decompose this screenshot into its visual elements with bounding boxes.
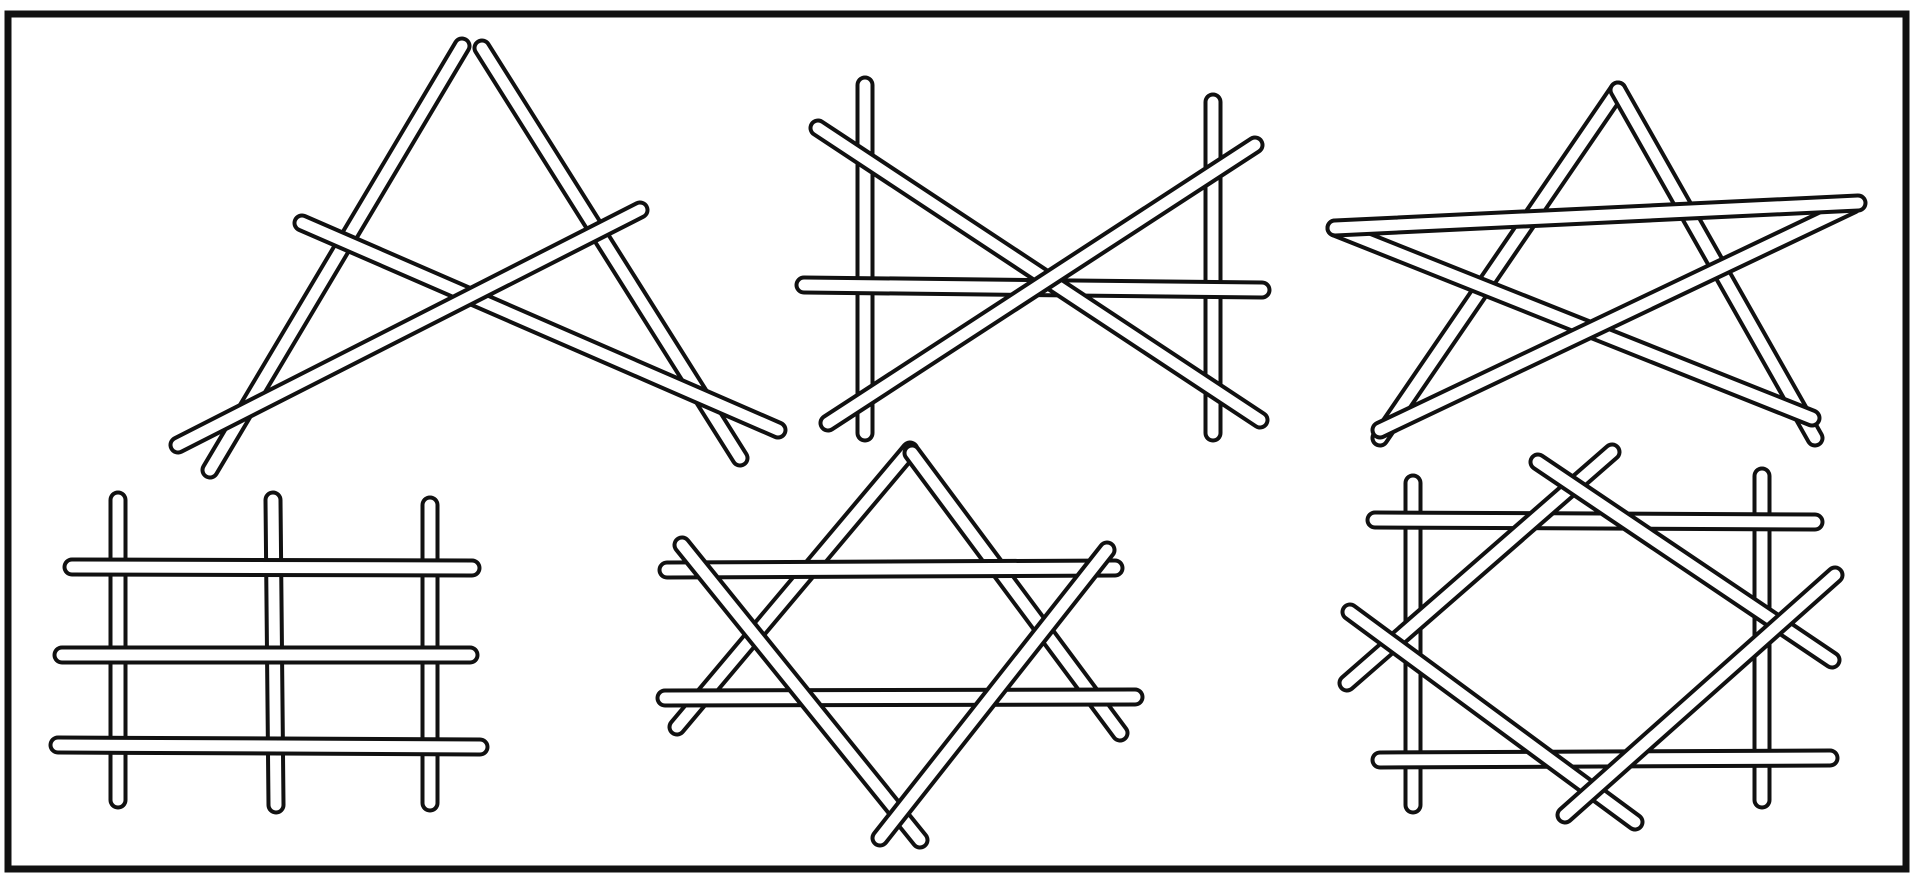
stick-hexagram-figure	[665, 450, 1135, 840]
stick-fill	[178, 210, 640, 445]
stick-triangle-figure-stick	[178, 210, 640, 445]
stick-square-octagon-figure-stick	[1538, 462, 1832, 660]
stick-square-octagon-figure	[1347, 452, 1835, 822]
stick-fill	[667, 568, 1115, 570]
stick-fill	[72, 567, 472, 568]
stick-hexagram-figure-stick	[667, 568, 1115, 570]
stick-triangle-figure	[178, 46, 778, 470]
stick-square-octagon-figure-stick	[1380, 758, 1830, 760]
stick-pentagram-figure	[1335, 90, 1858, 438]
stick-square-octagon-figure-stick	[1565, 575, 1835, 815]
stick-rails-cross-figure	[804, 85, 1262, 433]
stick-fill	[1538, 462, 1832, 660]
stick-grid-figure-stick	[58, 745, 480, 747]
stick-fill	[665, 697, 1135, 698]
stick-grid-figure	[58, 500, 480, 805]
stick-hexagram-figure-stick	[665, 697, 1135, 698]
stick-fill	[58, 745, 480, 747]
stick-fill	[1565, 575, 1835, 815]
stick-square-octagon-figure-stick	[1375, 520, 1815, 522]
stick-grid-figure-stick	[72, 567, 472, 568]
stick-fill	[1380, 758, 1830, 760]
stick-fill	[1375, 520, 1815, 522]
stick-pentagram-figure-stick	[1335, 203, 1858, 228]
